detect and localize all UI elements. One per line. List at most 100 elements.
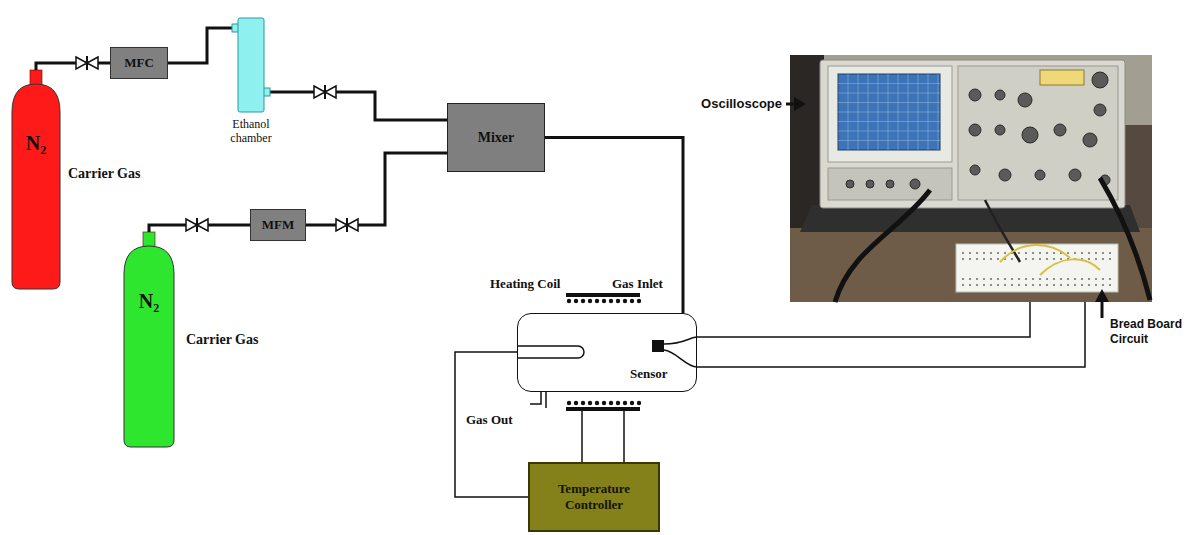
breadboard-hole: [1095, 284, 1097, 286]
chamber-caption: Ethanol chamber: [216, 118, 286, 146]
heating-coil-dot: [574, 299, 578, 303]
scope-stand: [800, 205, 1140, 232]
breadboard-hole: [1074, 252, 1076, 254]
test-chamber: Sensor: [517, 313, 697, 392]
valve-body: [186, 219, 208, 231]
instrument-photo-frame: OscilloscopeBread Board Circuit: [790, 55, 1152, 302]
scope-knob: [970, 165, 980, 175]
breadboard-hole: [1060, 278, 1062, 280]
heating-coil-dot: [588, 299, 592, 303]
scope-knob: [1035, 170, 1045, 180]
scope-knob: [1094, 104, 1106, 116]
breadboard-hole: [976, 278, 978, 280]
gas-line: [697, 302, 1085, 367]
heating-coil-dot: [602, 401, 606, 405]
cylinder-outline: [122, 232, 176, 448]
heating-coil-dot: [630, 299, 634, 303]
breadboard-hole: [1109, 284, 1111, 286]
breadboard-hole: [990, 258, 992, 260]
breadboard-hole: [1018, 278, 1020, 280]
heating-coil-dot: [637, 401, 641, 405]
gas-line: [545, 138, 683, 314]
breadboard-hole: [1067, 252, 1069, 254]
scope-lower-panel: [828, 168, 952, 200]
gas-line: [306, 153, 447, 225]
breadboard-hole: [962, 284, 964, 286]
screen-grid: [838, 74, 940, 150]
valve-symbol: [314, 85, 336, 99]
breadboard-hole: [962, 252, 964, 254]
breadboard-hole: [1025, 258, 1027, 260]
breadboard-hole: [976, 258, 978, 260]
heating-coil-dot: [616, 299, 620, 303]
breadboard-hole: [1046, 252, 1048, 254]
breadboard-hole: [1060, 258, 1062, 260]
scope-knob: [969, 89, 981, 101]
breadboard-hole: [1018, 252, 1020, 254]
breadboard-hole: [1025, 252, 1027, 254]
breadboard-hole: [1102, 252, 1104, 254]
pointer-arrowhead: [1095, 289, 1109, 302]
breadboard-hole: [1039, 252, 1041, 254]
valve-stem: [86, 56, 88, 70]
breadboard-hole: [1004, 278, 1006, 280]
jumper-wire: [985, 200, 1020, 262]
breadboard-hole: [1025, 278, 1027, 280]
sensor-chip: [652, 340, 664, 352]
gas-outlet-pipe: [545, 392, 547, 408]
scope-knob: [999, 169, 1011, 181]
breadboard-hole: [1053, 252, 1055, 254]
breadboard-hole: [962, 258, 964, 260]
breadboard-hole: [1053, 258, 1055, 260]
sensor-lead: [664, 337, 697, 344]
valve-body: [314, 86, 336, 98]
scope-knob: [846, 180, 854, 188]
heating-coil-bar: [566, 407, 640, 411]
photo-ground: [790, 55, 1152, 302]
breadboard-hole: [1081, 278, 1083, 280]
breadboard-hole: [1011, 278, 1013, 280]
breadboard-hole: [969, 258, 971, 260]
heating-coil-dot: [567, 299, 571, 303]
scope-knobs: [846, 72, 1110, 189]
part-label: Gas Out: [466, 412, 513, 428]
breadboard-hole: [969, 252, 971, 254]
breadboard-hole: [1102, 258, 1104, 260]
breadboard-hole: [1046, 278, 1048, 280]
heating-coil-dot: [574, 401, 578, 405]
coil-wire: [623, 411, 625, 462]
chamber-outline: [232, 18, 270, 112]
breadboard-hole: [1053, 284, 1055, 286]
cylinder-outline: [10, 70, 62, 290]
gas-outlet-pipe: [530, 392, 541, 404]
breadboard: [956, 244, 1118, 292]
breadboard-hole: [1088, 252, 1090, 254]
breadboard-hole: [990, 278, 992, 280]
breadboard-hole: [962, 278, 964, 280]
callout-label: Oscilloscope: [701, 96, 782, 111]
breadboard-hole: [1060, 284, 1062, 286]
furnace-parts: [517, 293, 697, 462]
scope-knob: [1083, 133, 1097, 147]
box-label: Mixer: [478, 130, 515, 146]
heating-coil-dot: [623, 401, 627, 405]
valve-symbol: [76, 56, 98, 70]
valve-symbol: [336, 218, 358, 232]
heating-coil-dots: [567, 299, 641, 405]
screen-grid-line: [838, 112, 940, 113]
breadboard-hole: [1039, 284, 1041, 286]
cylinder-caption: Carrier Gas: [68, 166, 140, 182]
heating-coil-bar: [566, 293, 640, 297]
heating-coil-dot: [616, 401, 620, 405]
breadboard-hole: [1025, 284, 1027, 286]
heating-coil-dot: [588, 401, 592, 405]
breadboard-hole: [983, 284, 985, 286]
screen-grid-line: [838, 121, 940, 122]
breadboard-hole: [1095, 278, 1097, 280]
pointer-arrows: [786, 97, 1109, 318]
breadboard-hole: [1081, 252, 1083, 254]
scope-knob: [1018, 93, 1032, 107]
